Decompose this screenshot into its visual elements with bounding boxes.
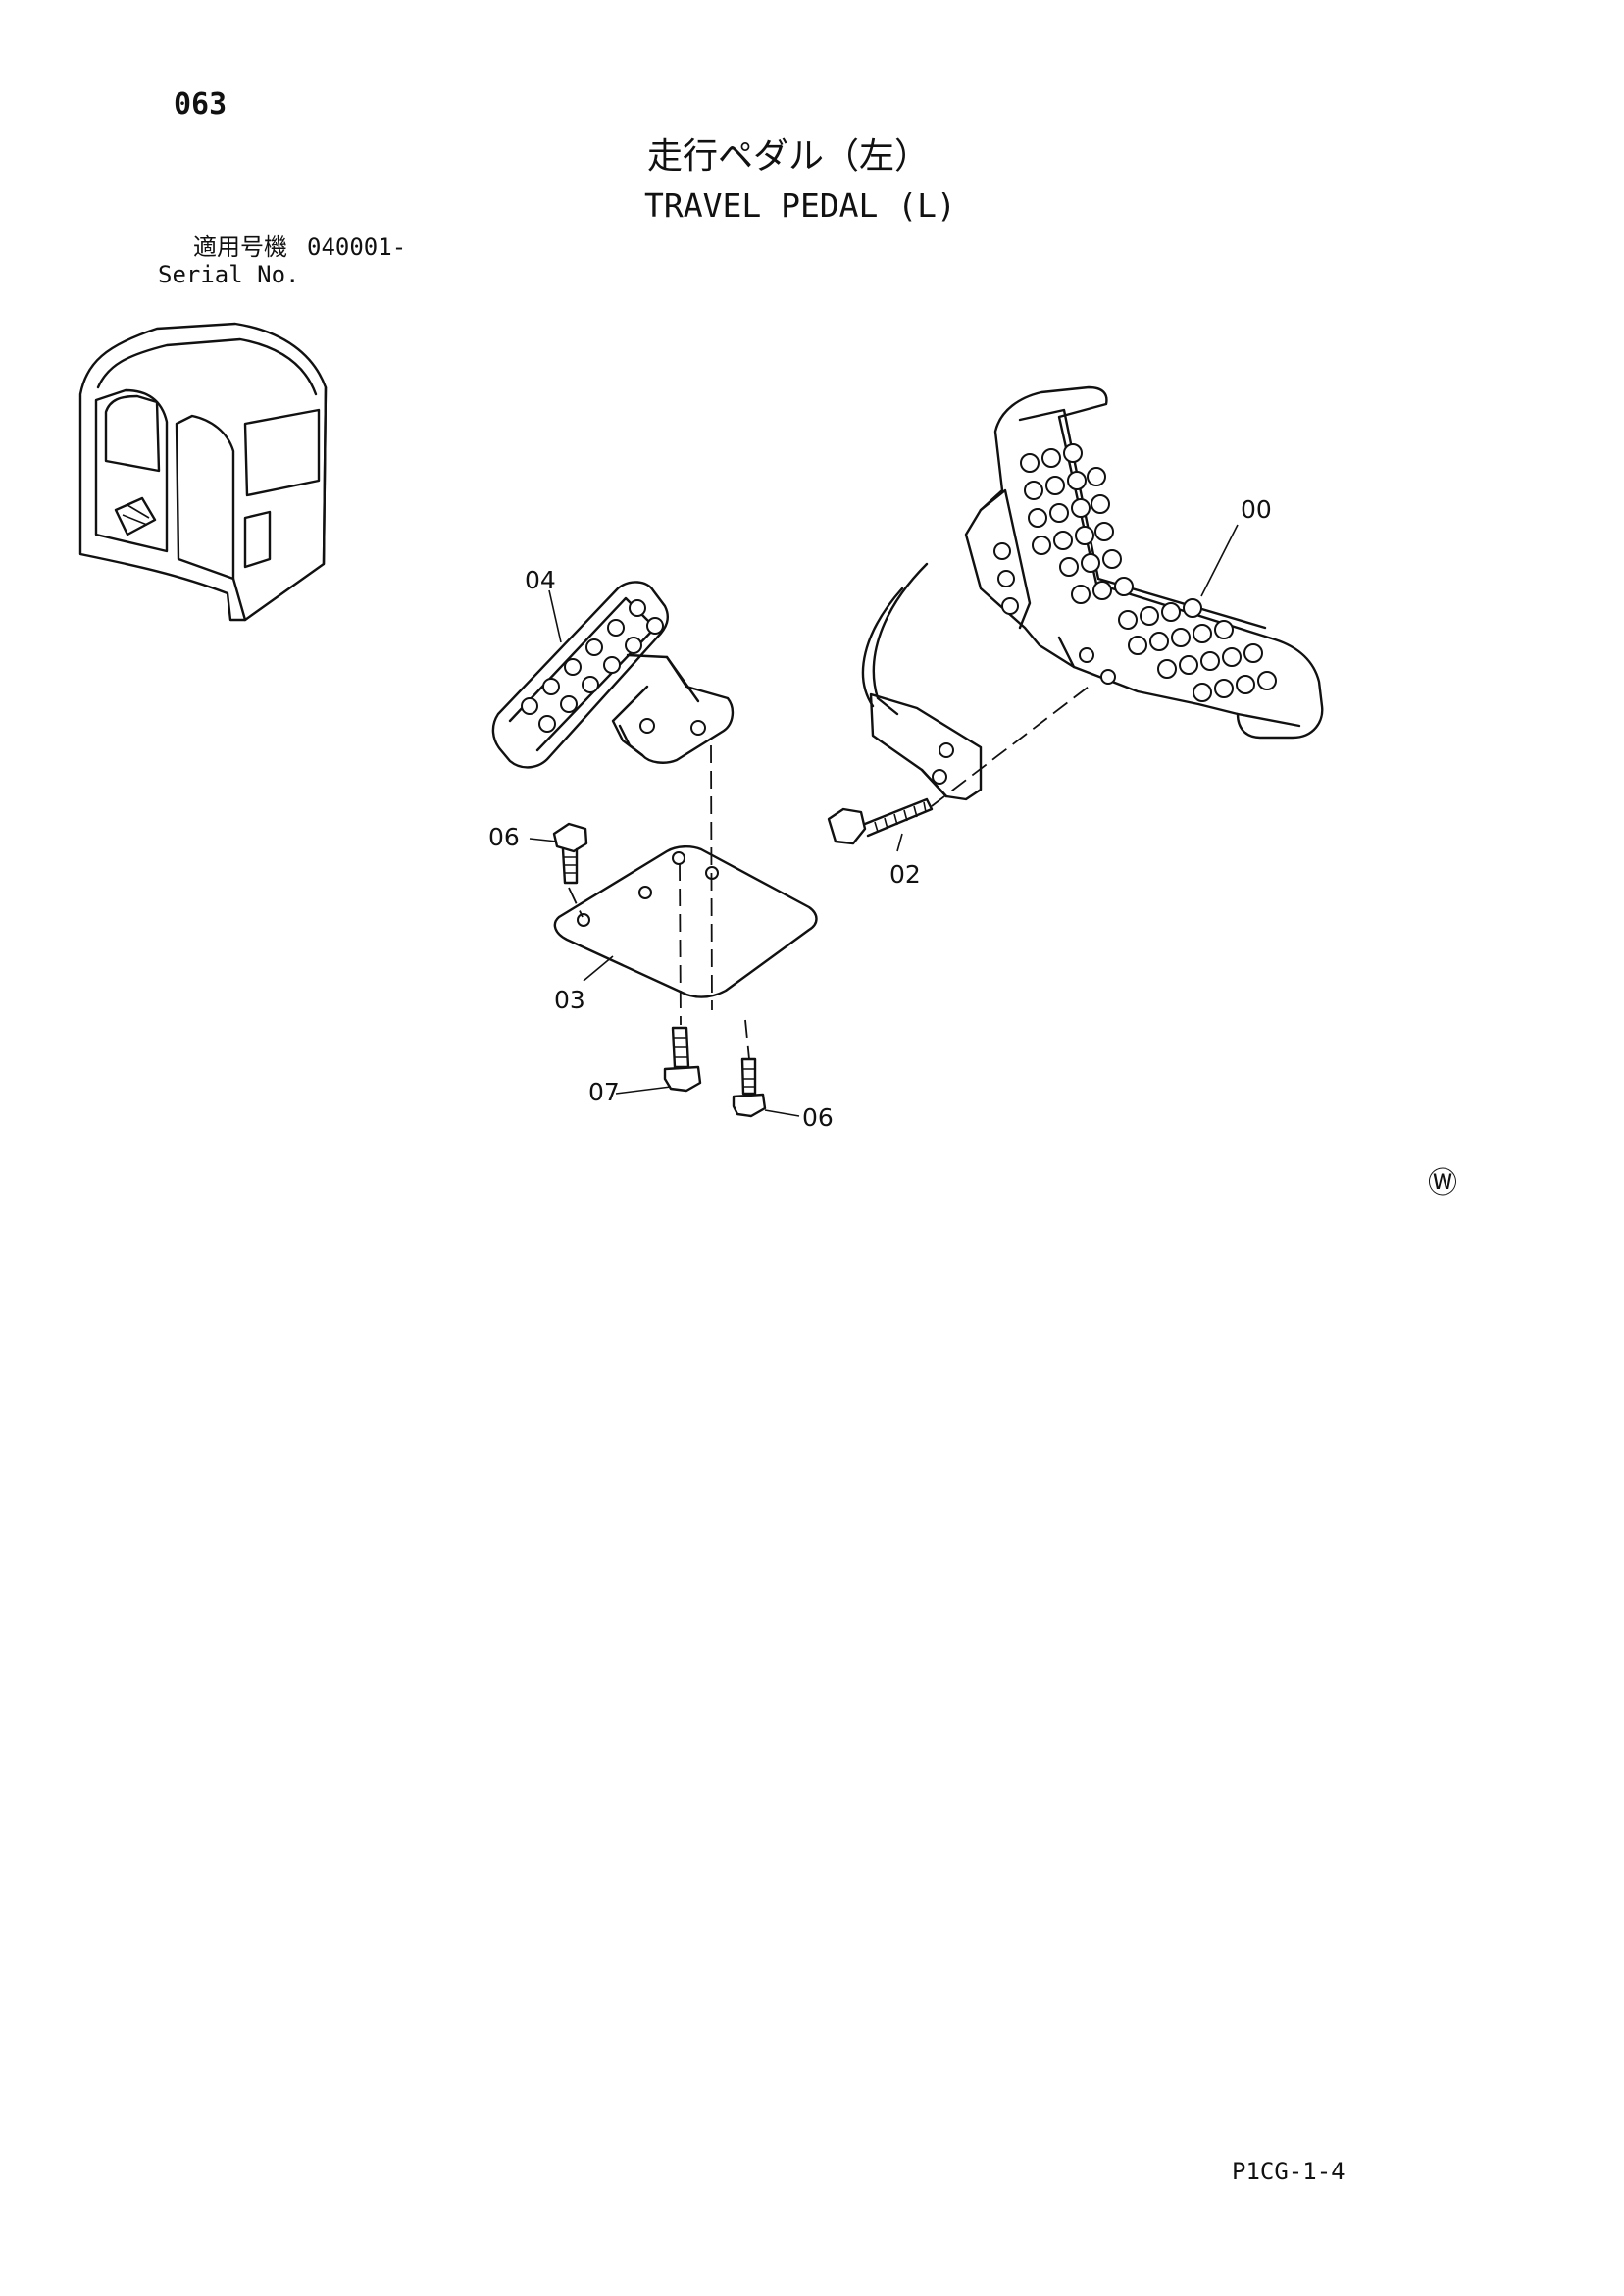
part-06-bolt-upper [552,822,588,885]
callout-06-upper: 06 [488,823,520,851]
part-00-travel-pedal [861,385,1324,801]
callout-00: 00 [1241,495,1272,524]
callout-06-lower: 06 [802,1103,834,1132]
part-06-bolt-lower [732,1057,767,1118]
callout-03: 03 [554,986,585,1014]
serial-label-japanese: 適用号機 [193,233,287,261]
cab-location-icon [78,322,328,622]
page-code: P1CG-1-4 [1232,2158,1345,2185]
leader-lines [529,524,1239,1117]
w-mark: Ⓦ [1428,1166,1457,1200]
assembly-lines [568,686,1090,1060]
part-07-bolt [663,1026,702,1093]
part-02-bolt [827,797,934,845]
serial-label-english: Serial No. [158,261,300,288]
callout-07: 07 [588,1078,620,1106]
callout-04: 04 [525,566,556,594]
page-title-japanese: 走行ペダル（左） [647,136,931,177]
serial-range: 040001- [307,233,407,261]
part-04-pedal [491,581,735,769]
page-number: 063 [174,87,228,122]
callout-02: 02 [889,860,921,889]
page-title-english: TRAVEL PEDAL (L) [644,186,956,225]
part-03-plate [553,845,818,998]
